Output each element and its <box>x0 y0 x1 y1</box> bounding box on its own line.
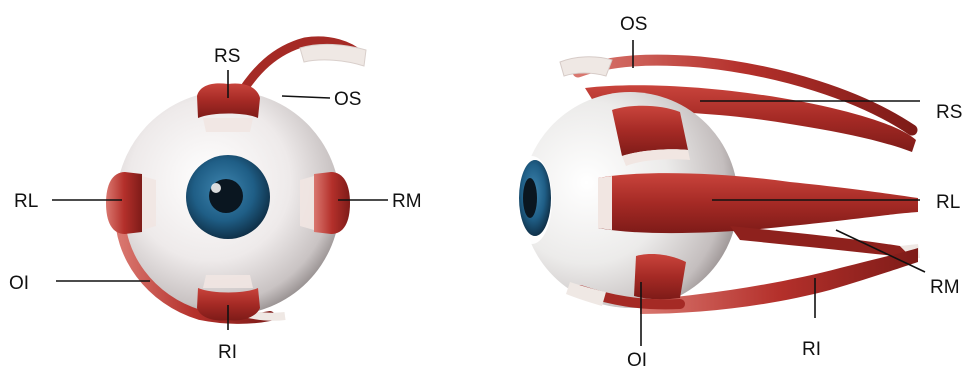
label-rs-side: RS <box>936 102 962 123</box>
rectus-medial-front <box>300 172 350 234</box>
label-os-side: OS <box>620 14 647 35</box>
label-oi-side: OI <box>627 350 647 369</box>
label-ri-front: RI <box>218 342 237 363</box>
label-os-front: OS <box>334 89 361 110</box>
label-rs-front: RS <box>214 46 240 67</box>
leader-os-front <box>282 96 330 98</box>
label-oi-front: OI <box>9 273 29 294</box>
pupil-side <box>523 178 537 218</box>
side-view: OS RS RL RM RI OI <box>512 14 962 369</box>
superior-oblique-tendon-end <box>300 44 366 66</box>
rectus-lateral-front <box>106 172 156 234</box>
label-rm-front: RM <box>392 191 422 212</box>
label-rm-side: RM <box>930 277 960 298</box>
superior-rectus-insertion <box>612 106 688 156</box>
lateral-rectus-side <box>598 173 918 233</box>
highlight-front <box>211 183 221 193</box>
superior-oblique-tendon-side <box>560 57 612 76</box>
front-view: RS OS RL RM OI RI <box>9 41 422 363</box>
label-ri-side: RI <box>802 339 821 360</box>
label-rl-side: RL <box>936 192 960 213</box>
label-rl-front: RL <box>14 191 38 212</box>
lateral-rectus-tendon <box>598 176 612 230</box>
